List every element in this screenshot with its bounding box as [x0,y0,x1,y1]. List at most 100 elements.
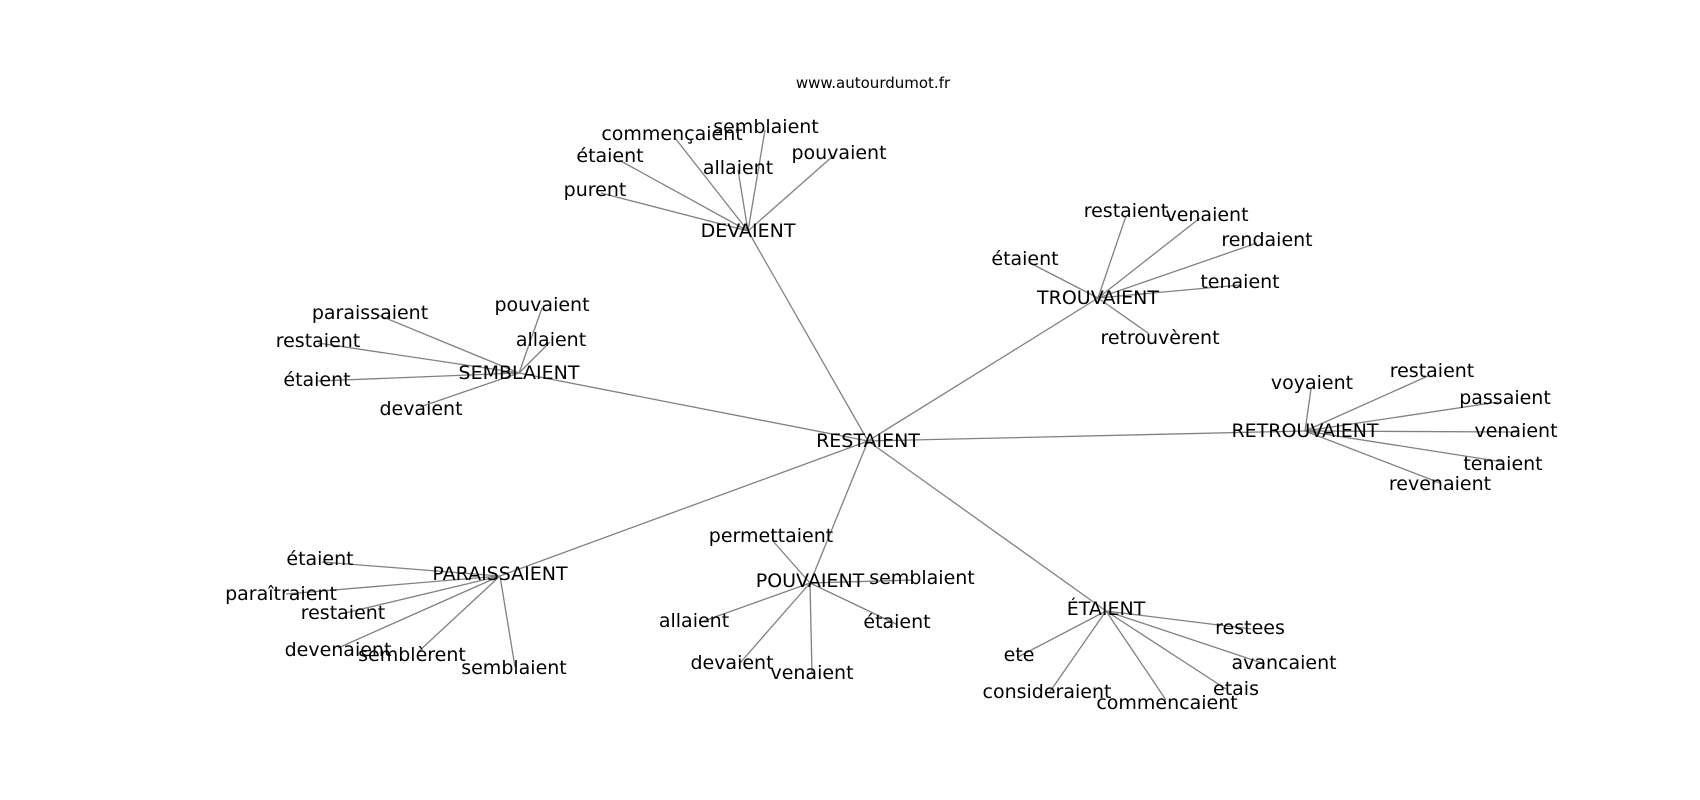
edge-hub-to-leaf [499,575,516,668]
leaf-node-label: voyaient [1271,372,1353,394]
leaf-node-label: paraissaient [312,302,428,324]
edge-hub-to-leaf [1097,284,1241,299]
edge-root-to-hub [867,440,1107,612]
edge-hub-to-leaf [700,582,811,623]
leaf-node-label: commençaient [601,123,742,145]
leaf-node-label: consideraient [983,681,1112,703]
edge-hub-to-leaf [674,137,749,232]
leaf-node-label: restaient [301,602,386,624]
root-node-label: RESTAIENT [816,430,920,452]
hub-node-label: RETROUVAIENT [1231,420,1378,442]
leaf-node-label: étaient [991,248,1058,270]
edge-hub-to-leaf [1105,610,1252,630]
edge-hub-to-leaf [1048,610,1107,694]
leaf-node-label: semblaient [461,657,567,679]
edge-hub-to-leaf [600,192,749,232]
leaf-node-label: allaient [516,329,586,351]
leaf-node-label: passaient [1459,387,1551,409]
edge-hub-to-leaf [317,342,520,374]
leaf-node-label: semblaient [713,116,819,138]
edge-hub-to-leaf [417,575,501,653]
leaf-node-label: étaient [863,611,930,633]
edge-hub-to-leaf [618,159,749,232]
leaf-node-label: semblaient [869,567,975,589]
edge-hub-to-leaf [809,582,897,625]
edge-hub-to-leaf [737,169,749,232]
edge-hub-to-leaf [747,155,834,232]
leaf-node-label: tenaient [1463,453,1542,475]
edge-hub-to-leaf [518,341,551,374]
edge-root-to-hub [747,230,869,442]
edge-hub-to-leaf [1017,610,1107,658]
edge-hub-to-leaf [739,582,811,664]
edge-hub-to-leaf [809,582,813,674]
edge-hub-to-leaf [747,129,766,232]
leaf-node-label: paraîtraient [225,583,337,605]
leaf-node-label: etais [1213,678,1259,700]
leaf-node-label: retrouvèrent [1100,327,1219,349]
source-website-text: www.autourdumot.fr [796,74,951,92]
leaf-node-label: revenaient [1389,473,1491,495]
edge-hub-to-leaf [518,307,543,374]
edge-hub-to-leaf [1105,610,1266,665]
edge-hub-to-leaf [1097,215,1127,299]
leaf-node-label: restaient [1390,360,1475,382]
edge-root-to-hub [518,372,869,442]
edge-hub-to-leaf [285,575,501,595]
leaf-node-label: permettaient [709,525,833,547]
leaf-node-label: avancaient [1231,652,1336,674]
edge-hub-to-leaf [321,561,501,577]
leaf-node-label: allaient [659,610,729,632]
edge-hub-to-leaf [377,314,520,374]
edge-hub-to-leaf [1304,375,1429,432]
leaf-node-label: venaient [1165,204,1248,226]
edge-hub-to-leaf [1031,263,1099,299]
edge-hub-to-leaf [337,575,501,649]
edge-hub-to-leaf [1304,430,1518,433]
hub-node-label: ÉTAIENT [1067,597,1146,620]
leaf-node-label: devaient [690,652,773,674]
leaf-node-label: venaient [1474,420,1557,442]
leaf-node-label: commencaient [1096,692,1237,714]
leaf-node-label: rendaient [1221,229,1312,251]
leaf-node-label: étaient [283,369,350,391]
leaf-node-label: ete [1004,644,1035,666]
leaf-node-label: restaient [1084,200,1169,222]
graph-nodes: RESTAIENTDEVAIENTcommençaientsemblaienté… [225,116,1557,714]
hub-node-label: DEVAIENT [701,220,796,242]
leaf-node-label: pouvaient [494,294,589,316]
edge-hub-to-leaf [1304,401,1499,432]
leaf-node-label: devaient [379,398,462,420]
leaf-node-label: restees [1215,617,1285,639]
edge-hub-to-leaf [771,539,811,584]
edge-hub-to-leaf [1304,430,1504,463]
leaf-node-label: devenaient [285,639,392,661]
hub-node-label: POUVAIENT [756,570,865,592]
leaf-node-label: pouvaient [791,142,886,164]
edge-hub-to-leaf [317,372,520,382]
hub-node-label: PARAISSAIENT [432,563,568,585]
edge-hub-to-leaf [1105,610,1167,701]
leaf-node-label: purent [564,179,627,201]
edge-hub-to-leaf [809,579,914,584]
edge-hub-to-leaf [1097,297,1149,334]
edge-root-to-hub [809,440,869,584]
edge-hub-to-leaf [1097,217,1201,299]
edge-hub-to-leaf [1304,430,1441,484]
edge-hub-to-leaf [344,575,501,614]
leaf-node-label: restaient [276,330,361,352]
hub-node-label: TROUVAIENT [1036,287,1159,309]
graph-edges [285,129,1518,701]
leaf-node-label: semblèrent [358,644,466,666]
leaf-node-label: étaient [286,548,353,570]
edge-hub-to-leaf [1105,610,1227,690]
edge-hub-to-leaf [419,372,520,408]
edge-hub-to-leaf [1304,388,1312,432]
edge-root-to-hub [867,430,1306,442]
leaf-node-label: tenaient [1200,271,1279,293]
leaf-node-label: allaient [703,157,773,179]
edge-hub-to-leaf [1097,242,1258,299]
edge-root-to-hub [499,440,869,577]
hub-node-label: SEMBLAIENT [459,362,580,384]
